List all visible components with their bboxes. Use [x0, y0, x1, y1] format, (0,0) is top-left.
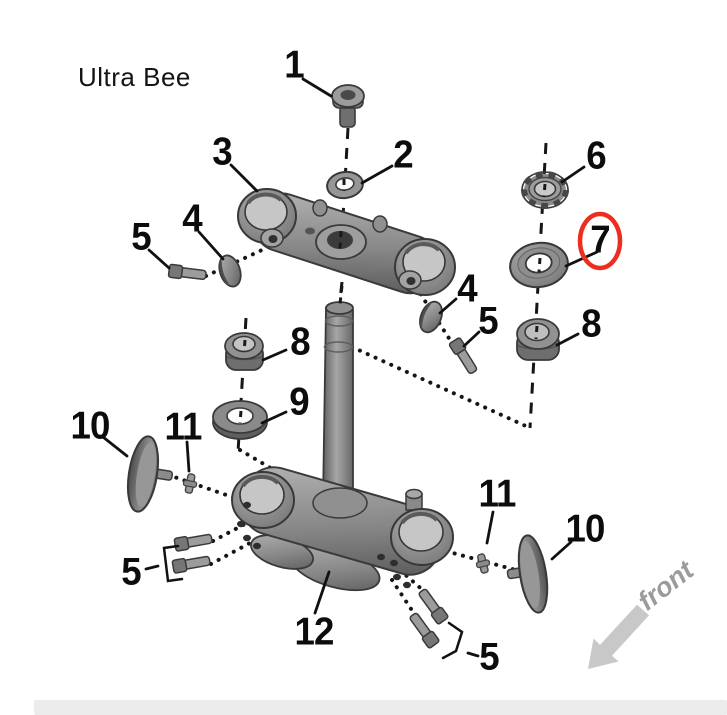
- callout-9: 9: [289, 380, 309, 424]
- front-direction-arrow-icon: [588, 604, 649, 669]
- callout-2: 2: [393, 133, 413, 177]
- footer-strip: [34, 700, 727, 715]
- callout-4-right: 4: [457, 267, 477, 311]
- adjuster-pin-left: [182, 473, 198, 494]
- pinch-bolt-left: [167, 263, 207, 281]
- callout-11-right: 11: [478, 472, 517, 516]
- highlight-circle: [577, 211, 623, 271]
- pinch-bolt-holes-left: [237, 501, 261, 550]
- pinch-bolt-right: [448, 337, 478, 375]
- callout-5-bottom-left: 5: [121, 550, 141, 594]
- axis-overlay-dashes: [238, 179, 547, 424]
- lower-triple-clamp: [231, 466, 454, 592]
- callout-11-left: 11: [164, 405, 203, 449]
- bearing-upper: [516, 318, 560, 361]
- callout-4-left: 4: [182, 197, 202, 241]
- callout-6: 6: [586, 134, 606, 178]
- diagram-title: Ultra Bee: [78, 62, 191, 92]
- upper-triple-clamp: [237, 188, 456, 296]
- callout-5-left: 5: [131, 215, 151, 259]
- seal-ring: [212, 400, 268, 440]
- callout-3: 3: [212, 130, 232, 174]
- clamp-shoe-left: [218, 254, 242, 288]
- cover-disc-left: [126, 435, 174, 513]
- stem-bolt: [331, 84, 365, 128]
- callout-12: 12: [294, 610, 335, 654]
- cover-disc-right: [506, 534, 549, 614]
- pinch-bolt-holes-right: [377, 553, 411, 589]
- dust-seal-washer: [509, 241, 569, 289]
- bolt-pair-bracket-right: [441, 621, 464, 660]
- pinch-bolt-bottom-left-1: [173, 533, 213, 552]
- callout-leader-lines: [101, 77, 599, 660]
- callout-10-right: 10: [565, 507, 606, 551]
- callout-5-bottom-right: 5: [479, 635, 499, 679]
- adjuster-pin-right: [475, 553, 491, 574]
- callout-5-right: 5: [478, 299, 498, 343]
- bolt-pair-bracket-left: [162, 544, 184, 583]
- pinch-bolt-bottom-left-2: [171, 555, 211, 574]
- callout-8-left: 8: [290, 320, 310, 364]
- clamp-shoe-right: [419, 300, 443, 334]
- callout-8-right: 8: [581, 302, 601, 346]
- pinch-bolt-bottom-right-1: [418, 588, 449, 625]
- steering-stem: [322, 301, 354, 504]
- callout-7-highlighted: 7: [590, 218, 610, 262]
- pinch-bolt-bottom-right-2: [409, 612, 440, 649]
- callout-10-left: 10: [70, 404, 111, 448]
- callout-1: 1: [284, 43, 304, 87]
